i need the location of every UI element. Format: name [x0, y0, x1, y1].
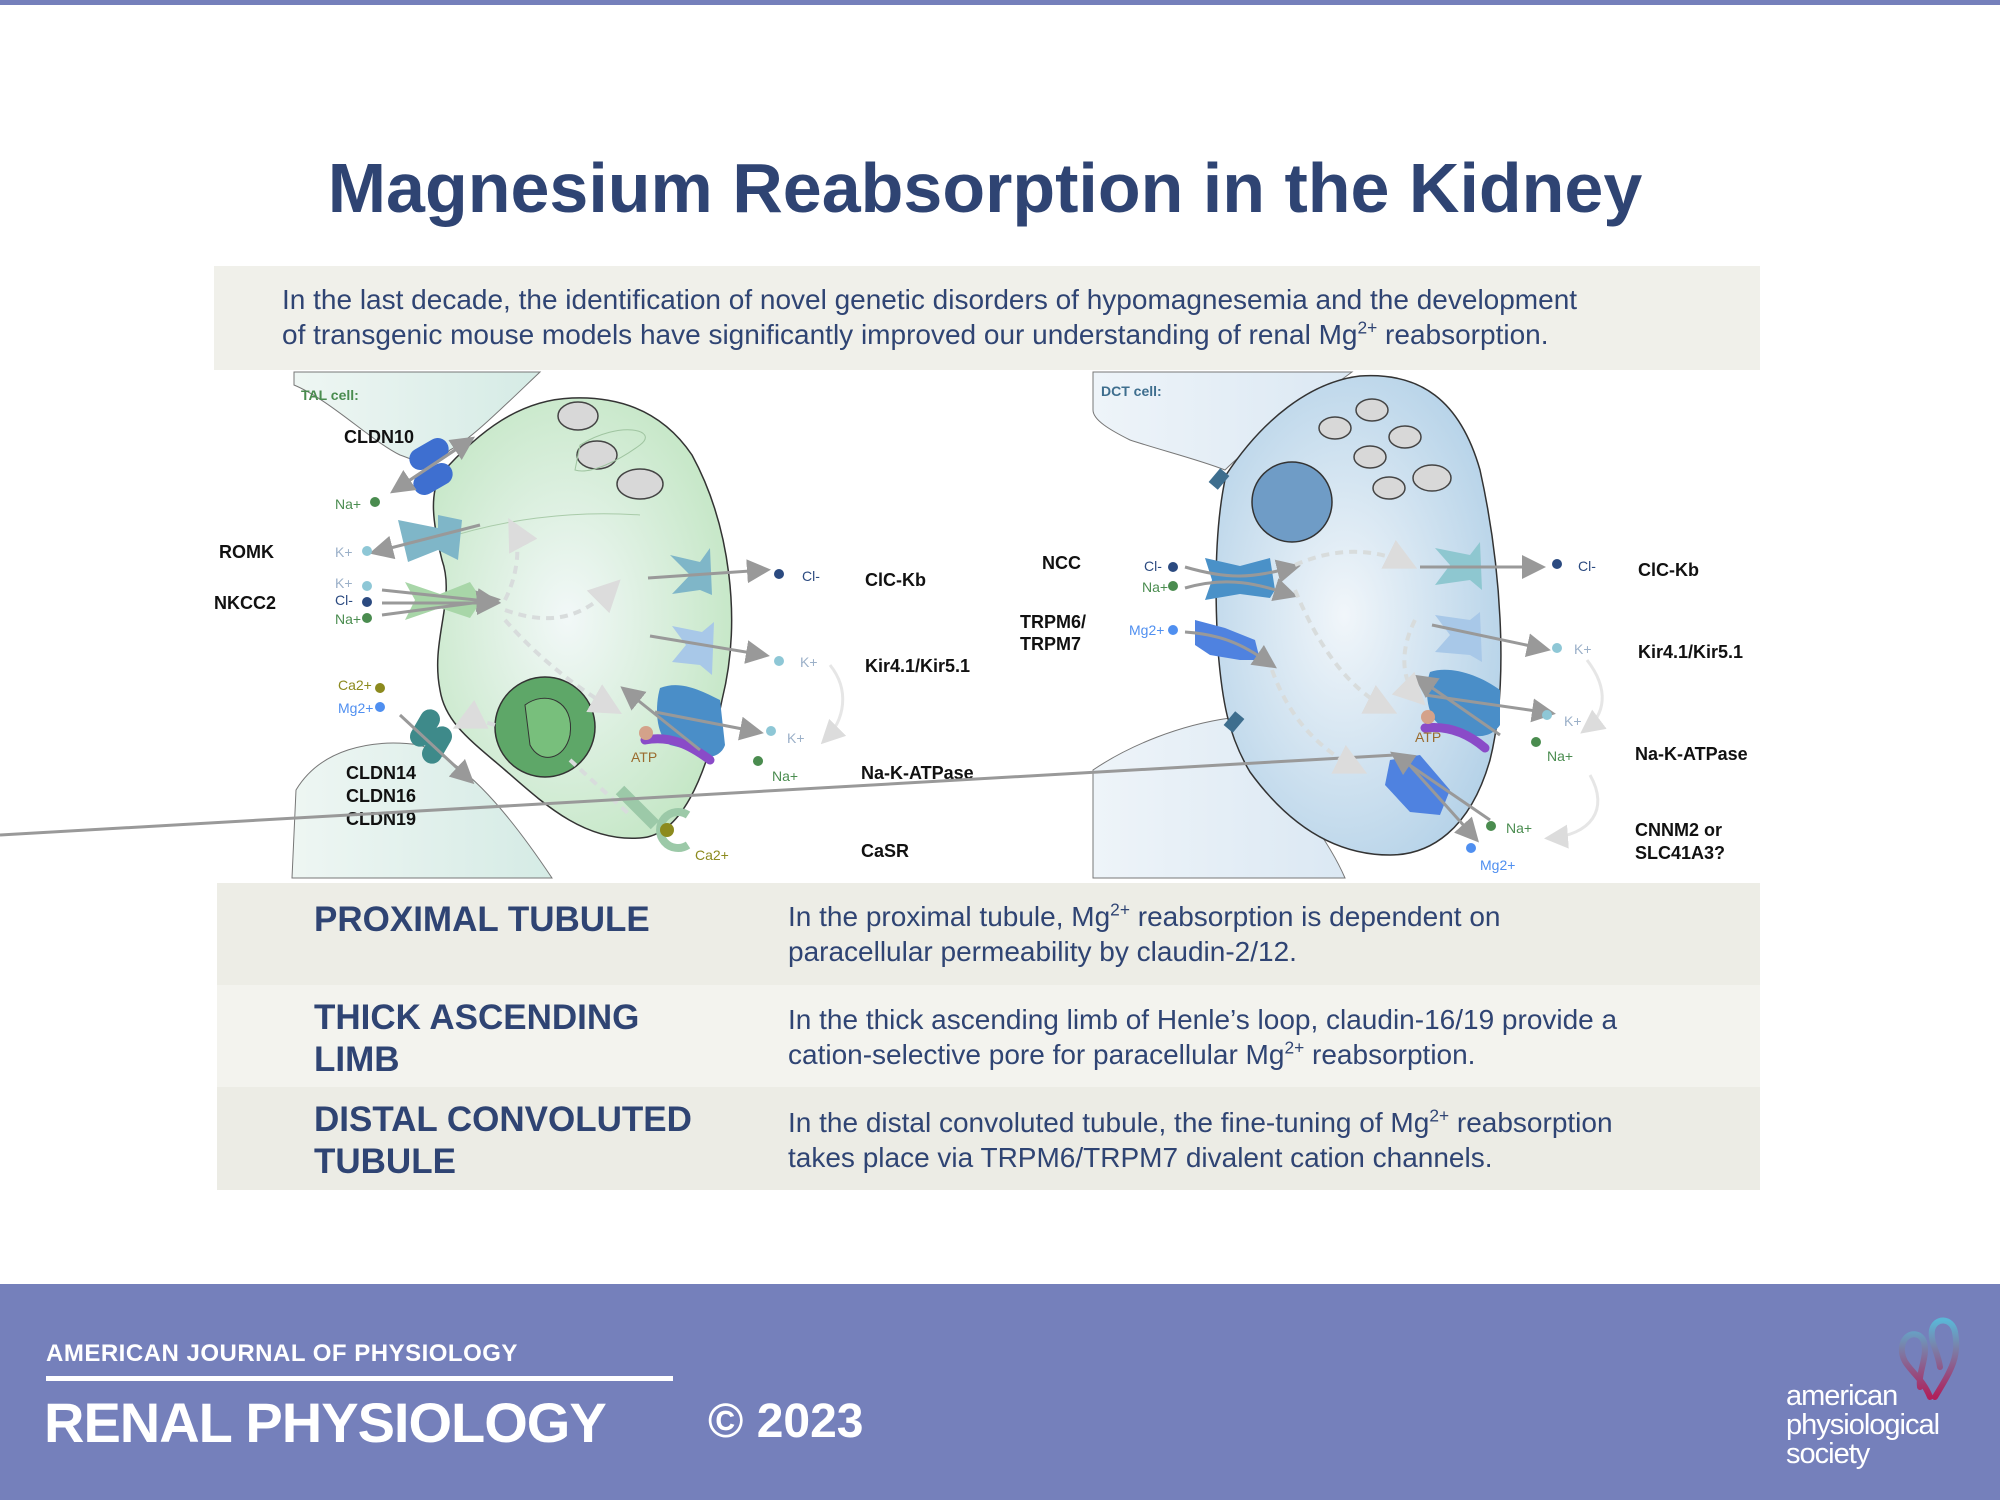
ion-label: Na+ — [335, 611, 361, 627]
kir-channel — [672, 622, 714, 675]
segment-description: In the thick ascending limb of Henle’s l… — [788, 1004, 1618, 1070]
segment-description: In the proximal tubule, Mg2+ reabsorptio… — [788, 899, 1501, 967]
ion-label: Cl- — [1578, 558, 1596, 574]
label-clckb: ClC-Kb — [865, 570, 926, 590]
superscript: 2+ — [1357, 317, 1378, 338]
label-kir: Kir4.1/Kir5.1 — [1638, 642, 1743, 662]
ion-label: K+ — [800, 654, 818, 670]
label-cldn14: CLDN14 — [346, 763, 416, 783]
label-clckb: ClC-Kb — [1638, 560, 1699, 580]
dct-cell-title: DCT cell: — [1101, 383, 1162, 399]
cldn14-16-19-channel — [410, 709, 452, 764]
nucleus-icon — [1251, 461, 1333, 543]
mitochondrion-icon — [1388, 425, 1422, 449]
label-ncc: NCC — [1042, 553, 1081, 573]
na-k-atpase — [1420, 669, 1500, 753]
cldn10-channel — [409, 438, 453, 495]
transport-arrows — [0, 555, 1556, 843]
ion-label: K+ — [1574, 641, 1592, 657]
dct-cell-body — [1215, 374, 1502, 856]
journal-title: RENAL PHYSIOLOGY — [44, 1391, 607, 1454]
tal-panel: TAL cell: CLDN10 ROMK NKCC2 ClC-Kb Kir4.… — [214, 371, 974, 879]
ion-label: K+ — [787, 730, 805, 746]
intro-line-1: In the last decade, the identification o… — [282, 284, 1578, 315]
dct-panel: DCT cell: NCC TRPM6/ TRPM7 ClC-Kb Kir4.1… — [0, 371, 1748, 879]
tal-cell-title: TAL cell: — [301, 387, 359, 403]
label-slc41a3: SLC41A3? — [1635, 843, 1725, 863]
label-atp: ATP — [1415, 729, 1441, 745]
mitochondrion-icon — [576, 440, 618, 470]
mitochondrion-icon — [616, 468, 664, 500]
na-k-atpase — [639, 685, 725, 765]
label-casr: CaSR — [861, 841, 909, 861]
ion-label: Na+ — [1547, 748, 1573, 764]
ion-label: Cl- — [1144, 558, 1162, 574]
label-cnnm2: CNNM2 or — [1635, 820, 1722, 840]
segment-row-proximal-tubule: PROXIMAL TUBULE In the proximal tubule, … — [217, 883, 1760, 985]
ion-label: Ca2+ — [338, 677, 372, 693]
clckb-channel — [670, 548, 712, 595]
transport-arrows — [369, 436, 771, 785]
ion-label: Mg2+ — [1129, 622, 1164, 638]
label-romk: ROMK — [219, 542, 274, 562]
casr-receptor — [615, 785, 691, 852]
ion-label: K+ — [335, 544, 353, 560]
intro-line-2-end: reabsorption. — [1377, 319, 1549, 350]
ion-dots — [362, 497, 784, 766]
mitochondrion-icon — [1318, 416, 1352, 440]
ion-dots — [1168, 559, 1562, 853]
segment-label: PROXIMAL TUBULE — [314, 900, 650, 939]
ion-label: K+ — [335, 575, 353, 591]
ion-label: Cl- — [335, 592, 353, 608]
label-nkcc2: NKCC2 — [214, 593, 276, 613]
label-atp: ATP — [631, 749, 657, 765]
mitochondria — [1318, 398, 1452, 500]
intro-box: In the last decade, the identification o… — [214, 266, 1760, 370]
ion-label: Ca2+ — [695, 847, 729, 863]
copyright: © 2023 — [708, 1395, 864, 1448]
footer: AMERICAN JOURNAL OF PHYSIOLOGY RENAL PHY… — [0, 1284, 2000, 1500]
label-cldn10: CLDN10 — [344, 427, 414, 447]
label-trpm6: TRPM6/ — [1020, 612, 1086, 632]
page-title: Magnesium Reabsorption in the Kidney — [327, 149, 1643, 227]
mitochondrion-icon — [1355, 398, 1389, 422]
ncc-channel — [1205, 558, 1275, 600]
journal-series: AMERICAN JOURNAL OF PHYSIOLOGY — [46, 1340, 518, 1367]
top-accent-bar — [0, 0, 2000, 5]
label-trpm7: TRPM7 — [1020, 634, 1081, 654]
aps-logo-icon — [1898, 1317, 1960, 1400]
label-cldn16: CLDN16 — [346, 786, 416, 806]
ion-label: Na+ — [1142, 579, 1168, 595]
ion-label: Na+ — [772, 768, 798, 784]
intro-text: In the last decade, the identification o… — [282, 282, 1577, 352]
ion-label: Cl- — [802, 568, 820, 584]
kir-channel — [1435, 612, 1482, 662]
intro-line-2: of transgenic mouse models have signific… — [282, 319, 1358, 350]
label-na-k-atpase: Na-K-ATPase — [1635, 744, 1748, 764]
ion-label: Mg2+ — [1480, 857, 1515, 873]
mitochondrion-icon — [557, 401, 599, 431]
segment-description: In the distal convoluted tubule, the fin… — [788, 1105, 1613, 1173]
label-kir: Kir4.1/Kir5.1 — [865, 656, 970, 676]
mitochondrion-icon — [1353, 445, 1387, 469]
ion-label: Na+ — [335, 496, 361, 512]
mitochondrion-icon — [1372, 476, 1406, 500]
mitochondria — [557, 401, 664, 500]
mitochondrion-icon — [1412, 464, 1452, 492]
ion-label: K+ — [1564, 713, 1582, 729]
label-na-k-atpase: Na-K-ATPase — [861, 763, 974, 783]
ion-label: Mg2+ — [338, 700, 373, 716]
divider — [46, 1376, 673, 1381]
ion-label: Na+ — [1506, 820, 1532, 836]
